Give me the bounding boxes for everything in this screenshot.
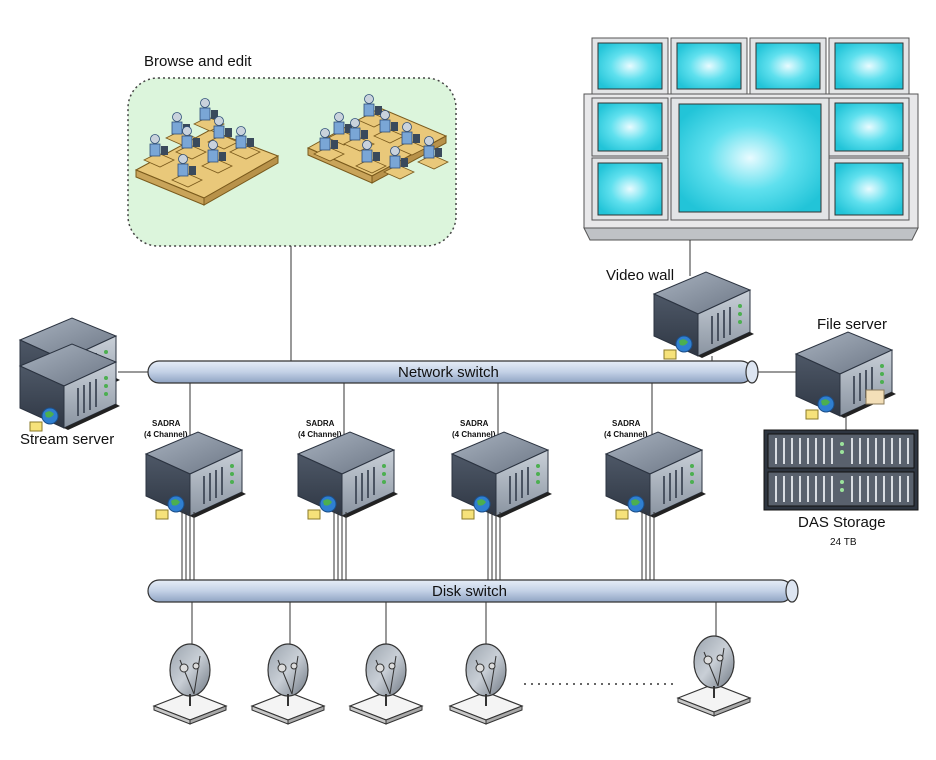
video-wall xyxy=(583,37,919,241)
sadra-server-3: SADRA (4 Channel) xyxy=(451,383,553,580)
sadra-server-1: SADRA (4 Channel) xyxy=(144,383,247,580)
dish-2 xyxy=(251,602,325,725)
sadra-4-channels: (4 Channel) xyxy=(604,430,648,439)
sadra-4-name: SADRA xyxy=(612,419,641,428)
dish-3 xyxy=(349,602,423,725)
das-storage-capacity: 24 TB xyxy=(830,537,857,548)
sadra-2-name: SADRA xyxy=(306,419,335,428)
sadra-1-channels: (4 Channel) xyxy=(144,430,188,439)
video-wall-server xyxy=(653,271,755,360)
disk-switch: Disk switch xyxy=(147,579,799,603)
sadra-server-4: SADRA (4 Channel) xyxy=(604,383,707,580)
browse-edit-group: Browse and edit xyxy=(127,53,457,247)
sadra-server-2: SADRA (4 Channel) xyxy=(297,383,399,580)
browse-edit-label: Browse and edit xyxy=(144,53,252,70)
file-server-label: File server xyxy=(817,316,887,333)
dish-4 xyxy=(449,602,523,725)
workstation-cluster-right xyxy=(306,94,449,184)
das-storage-label: DAS Storage xyxy=(798,514,886,531)
network-switch: Network switch xyxy=(147,360,759,384)
dish-1 xyxy=(153,602,227,725)
video-wall-label: Video wall xyxy=(606,267,674,284)
das-storage: DAS Storage 24 TB xyxy=(763,429,919,548)
stream-server: Stream server xyxy=(19,317,121,448)
sadra-3-channels: (4 Channel) xyxy=(452,430,496,439)
workstation-cluster-left xyxy=(134,98,280,206)
stream-server-label: Stream server xyxy=(20,431,114,448)
dish-n xyxy=(677,602,751,717)
sadra-3-name: SADRA xyxy=(460,419,489,428)
sadra-2-channels: (4 Channel) xyxy=(298,430,342,439)
disk-switch-label: Disk switch xyxy=(432,583,507,600)
file-server: File server xyxy=(795,316,897,420)
network-switch-label: Network switch xyxy=(398,364,499,381)
sadra-1-name: SADRA xyxy=(152,419,181,428)
